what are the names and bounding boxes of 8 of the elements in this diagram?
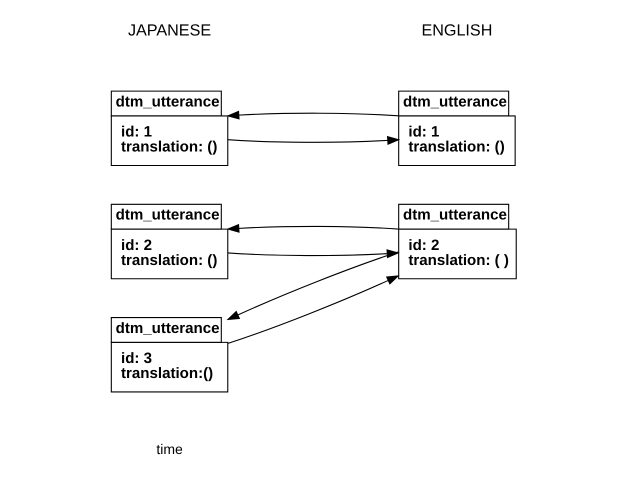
arrow [226,110,399,120]
arrow [228,275,400,344]
label: JAPANESE [128,22,212,40]
arrow [226,251,398,320]
label: time [156,440,183,457]
arrow [228,136,400,145]
label: ENGLISH [421,22,492,40]
arrow [226,224,398,233]
